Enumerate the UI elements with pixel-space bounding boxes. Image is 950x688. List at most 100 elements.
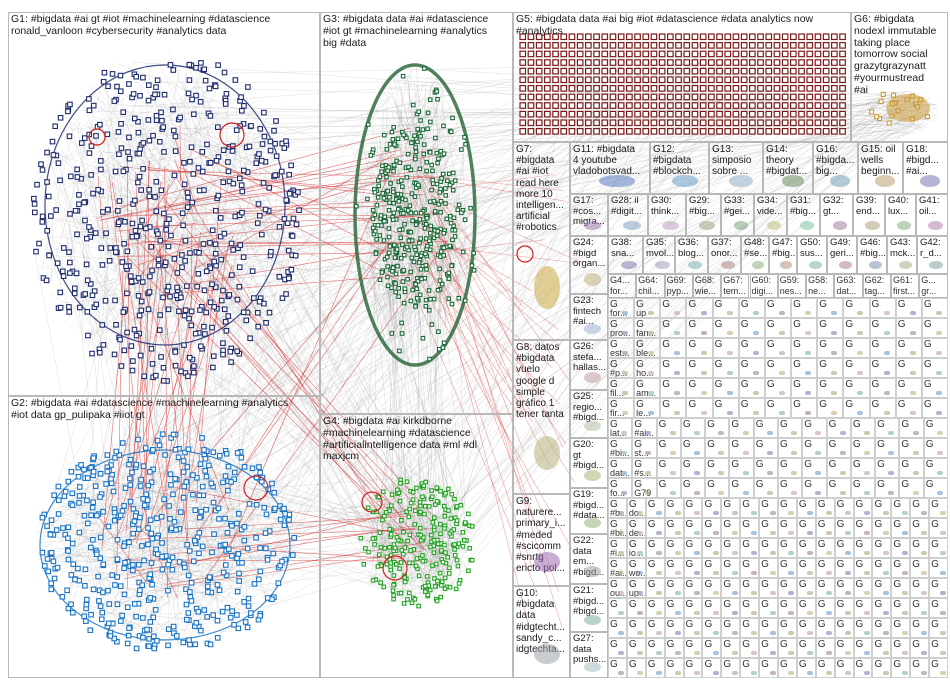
tile-label: G [852, 459, 861, 470]
tile-label: G [836, 579, 845, 590]
tile-label: G [723, 519, 732, 530]
tile-group: G [740, 618, 760, 638]
tile-node [935, 371, 942, 375]
tile-label: G [707, 459, 715, 470]
tile-group: G [791, 378, 818, 398]
tile-group: G [764, 338, 792, 358]
tile-label: G [817, 559, 826, 570]
tile-group: G [817, 378, 844, 398]
tile-node [750, 671, 757, 675]
tile-label: G [819, 399, 827, 410]
tile-group: G [921, 378, 948, 398]
tile-group: G#ai... [632, 418, 657, 438]
tile-word: ble... [636, 348, 656, 358]
tile-label: G [742, 539, 750, 550]
tile-label: G [740, 379, 749, 390]
tile-label: G [836, 539, 845, 550]
group-g36: G36: blog... [675, 236, 708, 274]
tile-node [712, 531, 719, 535]
cluster-blob [584, 272, 602, 286]
tile-group: G [729, 478, 754, 498]
cluster-blob [733, 221, 749, 231]
cluster-blob [896, 221, 911, 231]
tile-node [883, 311, 890, 315]
tile-group: G [929, 538, 948, 558]
tile-group: G [738, 398, 765, 418]
tile-group: G [796, 618, 816, 638]
tile-node [622, 411, 629, 415]
tile-group: G [853, 518, 873, 538]
tile-group: G [702, 558, 722, 578]
tile-label: G [610, 499, 618, 510]
tile-group: G [853, 498, 873, 518]
tile-group: G [929, 578, 948, 598]
tile-node [863, 451, 870, 455]
tile-group: G [759, 518, 778, 538]
tile-group: G [843, 358, 870, 378]
cluster-blob [533, 552, 560, 573]
tile-node [845, 671, 852, 675]
tile-group: G [660, 398, 687, 418]
tile-label: G [688, 319, 697, 330]
tile-node [637, 631, 644, 635]
tile-word: #i... [610, 548, 625, 558]
group-label-g41: G41: oil... [919, 195, 940, 217]
group-g43: G43: mck... [887, 236, 917, 274]
tile-node [826, 651, 833, 655]
tile-label: G [634, 479, 643, 490]
mini-group-word: tem... [723, 286, 746, 296]
tile-group: G [712, 378, 739, 398]
group-g29: G29: #big... [686, 194, 721, 236]
tile-label: G [925, 459, 934, 470]
tile-node [935, 331, 942, 335]
tile-group: G [712, 398, 739, 418]
tile-node [712, 611, 719, 615]
group-g41: G41: oil... [916, 194, 948, 236]
tile-group: G [872, 498, 892, 518]
tile-label: G [780, 559, 788, 570]
tile-group: G [778, 618, 797, 638]
tile-label: G [647, 519, 656, 530]
tile-label: G [628, 619, 637, 630]
tile-node [882, 631, 889, 635]
tile-label: G [685, 559, 694, 570]
tile-node [750, 631, 757, 635]
tile-node [920, 511, 927, 515]
tile-label: G [682, 439, 691, 450]
tile-label: G [901, 439, 910, 450]
tile-label: G [610, 659, 618, 670]
tile-node [920, 631, 927, 635]
tile-group: G [778, 578, 797, 598]
tile-label: G [636, 299, 644, 310]
tile-group: G [872, 538, 892, 558]
tile-group: G [664, 498, 684, 518]
group-g1: G1: #bigdata #ai gt #iot #machinelearnin… [8, 12, 320, 396]
tile-group: G [891, 558, 911, 578]
tile-label: G [793, 379, 801, 390]
tile-node [839, 431, 846, 435]
group-label-g8: G8: datos #bigdata vuelo google d simple… [516, 342, 564, 421]
tile-node [831, 331, 838, 335]
tile-label: G [793, 359, 801, 370]
cluster-blob [919, 175, 940, 187]
tile-label: G [874, 579, 883, 590]
group-label-g20: G20: gt #bigd... [573, 439, 605, 472]
tile-node [693, 531, 700, 535]
mini-group-label: G60: [751, 275, 772, 285]
tile-label: G [647, 539, 656, 550]
mini-group: G58:ne... [806, 274, 835, 298]
tile-label: G [714, 299, 723, 310]
mini-group-label: G62: [864, 275, 885, 285]
tile-node [807, 611, 814, 615]
tile-label: G [761, 519, 769, 530]
tile-word: pro... [610, 328, 631, 338]
tile-label: G [793, 399, 801, 410]
tile-group: G [645, 538, 665, 558]
group-g40: G40: lux... [885, 194, 916, 236]
group-g39: G39: end... [853, 194, 885, 236]
tile-node [863, 591, 870, 595]
tile-node [888, 431, 895, 435]
